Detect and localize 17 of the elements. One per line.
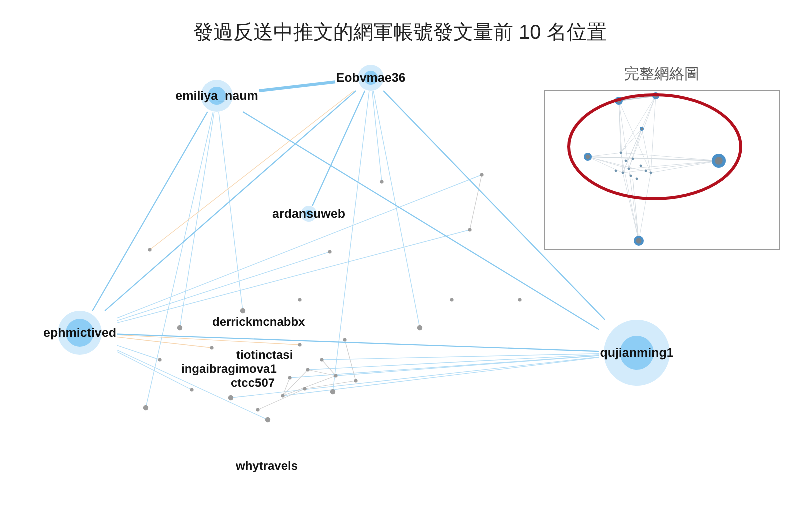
account-node: emiliya_naum: [174, 80, 260, 112]
link-line: [242, 112, 600, 330]
account-node: ardansuweb: [272, 206, 346, 222]
link-line: [92, 112, 208, 312]
diagram-title: 發過反送中推文的網軍帳號發文量前 10 名位置: [194, 21, 607, 45]
account-label: whytravels: [236, 460, 298, 472]
account-label: ingaibragimova1: [182, 362, 277, 376]
link-line: [117, 334, 600, 352]
account-label: derrickmcnabbx: [212, 316, 306, 328]
account-label: tiotinctasi: [236, 348, 294, 362]
link-line: [383, 90, 606, 320]
link-line: [104, 90, 357, 312]
inset-title: 完整網絡圖: [624, 66, 700, 84]
account-node: Eobvmae36: [336, 65, 406, 91]
link-line: [259, 80, 336, 92]
account-label: ctcc507: [231, 376, 276, 390]
link-line: [312, 90, 366, 206]
